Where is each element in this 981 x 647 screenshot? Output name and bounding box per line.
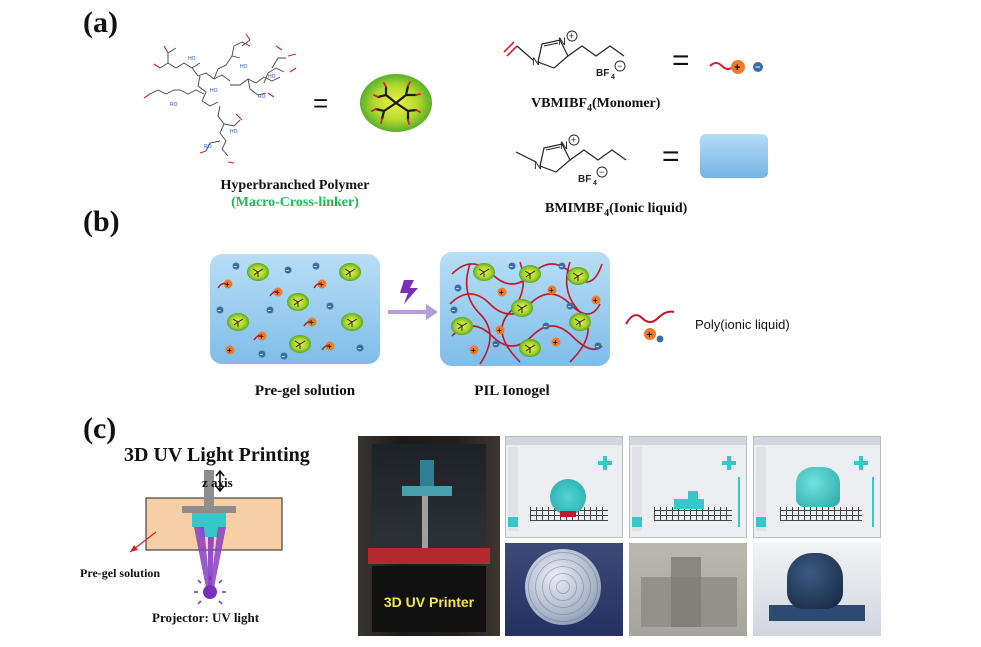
printed-dragon-photo: [753, 543, 881, 636]
svg-text:−: −: [755, 62, 760, 72]
pre-gel-solution-caption: Pre-gel solution: [254, 383, 356, 399]
svg-text:+: +: [647, 330, 653, 341]
reaction-arrow: [388, 304, 438, 320]
hyperbranched-polymer-caption: Hyperbranched Polymer: [220, 178, 370, 193]
n-plus-atom-label: N: [558, 36, 566, 48]
svg-text:BF: BF: [578, 174, 591, 185]
svg-text:N: N: [534, 160, 542, 172]
svg-text:HO: HO: [210, 88, 218, 94]
svg-text:+: +: [734, 62, 740, 74]
gelation-scheme: + −: [210, 252, 610, 366]
slicer-view-dragon: [753, 436, 881, 538]
panel-c-label: (c): [83, 412, 117, 445]
svg-text:−: −: [599, 167, 604, 177]
svg-text:N: N: [560, 140, 568, 152]
monomer-icon: + −: [709, 60, 763, 74]
printing-title: 3D UV Light Printing: [124, 444, 310, 466]
printer-schematic: [129, 470, 283, 605]
build-platform: [182, 506, 236, 513]
vbmibf4-structure: N N + BF 4 −: [503, 30, 626, 81]
uv-projector-icon: [194, 576, 226, 605]
equals-sign-monomer: =: [672, 44, 690, 77]
ionic-liquid-caption: BMIMBF4(Ionic liquid): [545, 201, 688, 219]
pre-gel-particles: [216, 262, 364, 361]
z-axis-arrow: [215, 470, 225, 493]
uv-bolt-icon: [400, 280, 418, 304]
svg-text:HO: HO: [240, 64, 248, 70]
printed-part: [192, 513, 226, 527]
equals-sign-polymer: =: [313, 88, 329, 118]
svg-text:RO: RO: [204, 144, 212, 150]
svg-text:RO: RO: [170, 102, 178, 108]
svg-text:RO: RO: [258, 94, 266, 100]
svg-text:4: 4: [611, 74, 615, 81]
projector-label: Projector: UV light: [152, 610, 260, 625]
macro-cross-linker-caption: (Macro-Cross-linker): [231, 195, 359, 210]
panel-a-label: (a): [83, 6, 118, 39]
bf4-label: BF: [596, 68, 609, 79]
pre-gel-vat-label: Pre-gel solution: [80, 566, 161, 580]
equals-sign-ionic-liquid: =: [662, 140, 680, 173]
slicer-view-sphere: [505, 436, 623, 538]
monomer-caption: VBMIBF4(Monomer): [531, 96, 661, 114]
svg-text:+: +: [571, 135, 576, 145]
poly-ionic-liquid-icon: +: [625, 310, 675, 343]
ionic-liquid-icon: [700, 134, 768, 178]
printer-label: 3D UV Printer: [383, 594, 475, 610]
z-axis-label: z axis: [202, 475, 233, 490]
svg-text:HO: HO: [268, 74, 276, 80]
slicer-view-wall: [629, 436, 747, 538]
svg-text:−: −: [617, 61, 622, 71]
svg-text:4: 4: [593, 180, 597, 187]
bmimbf4-structure: N N + BF 4 −: [515, 134, 627, 187]
hyperbranched-polymer-structure: HO HO HO RO RO HO RO HO: [143, 33, 297, 164]
pil-ionogel-caption: PIL Ionogel: [474, 383, 550, 399]
printed-wall-photo: [629, 543, 747, 636]
z-axis-rod: [204, 470, 214, 506]
svg-text:HO: HO: [230, 129, 238, 135]
panel-b-label: (b): [83, 205, 120, 238]
svg-text:HO: HO: [188, 56, 196, 62]
poly-ionic-liquid-caption: Poly(ionic liquid): [695, 317, 790, 332]
n-atom-label: N: [532, 56, 540, 68]
svg-text:+: +: [569, 31, 574, 41]
printed-sphere-photo: [505, 543, 623, 636]
printer-photo: 3D UV Printer: [358, 436, 500, 636]
macro-cross-linker-icon: [360, 74, 432, 132]
